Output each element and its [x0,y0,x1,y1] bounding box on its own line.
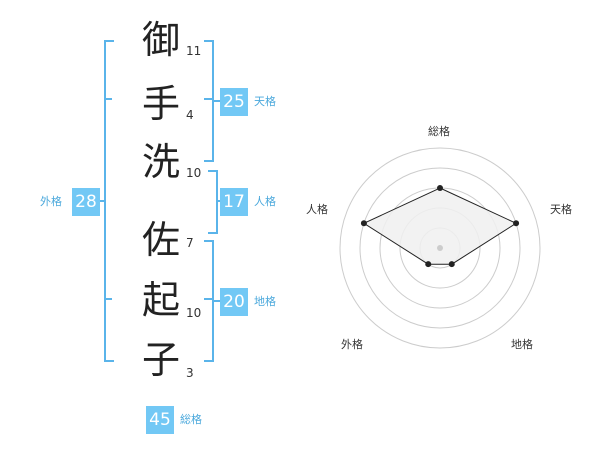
gaikaku-value: 28 [72,188,100,216]
stroke-count-1: 11 [186,44,202,58]
radar-point [425,261,432,268]
radar-point [437,185,443,191]
name-char-3: 洗 [141,140,180,184]
radar-axis-label-gaikaku: 外格 [341,338,363,351]
stroke-count-4: 7 [186,236,194,250]
soukaku-value: 45 [146,406,174,434]
tenkaku-bracket-connector [212,100,220,102]
soukaku-label: 総格 [180,413,202,426]
jinkaku-label: 人格 [254,195,276,208]
radar-axis-label-chikaku: 地格 [511,338,533,351]
jinkaku-value: 17 [220,188,248,216]
gaikaku-bracket-connector [98,200,106,202]
chikaku-value: 20 [220,288,248,316]
stroke-count-2: 4 [186,108,194,122]
name-char-2: 手 [141,82,180,126]
jinkaku-bracket [208,170,218,234]
name-char-4: 佐 [141,218,180,262]
chikaku-bracket-tick [204,298,212,300]
radar-grid-ring [339,147,541,349]
name-char-1: 御 [141,18,180,62]
gaikaku-bracket-tick [104,298,112,300]
gaikaku-bracket-tick [104,98,112,100]
gaikaku-label: 外格 [40,195,62,208]
name-char-5: 起 [141,278,180,322]
radar-axis-label-tenkaku: 天格 [550,203,572,216]
radar-point [513,220,520,227]
radar-center-dot [437,245,443,251]
chikaku-label: 地格 [254,295,276,308]
name-char-6: 子 [141,338,180,382]
radar-axis-label-jinkaku: 人格 [306,203,328,216]
radar-point [448,261,455,268]
radar-point [360,220,367,227]
radar-polygon [362,187,518,265]
radar-axis-label-soukaku: 総格 [428,125,450,138]
tenkaku-value: 25 [220,88,248,116]
tenkaku-label: 天格 [254,95,276,108]
tenkaku-bracket-tick [204,98,212,100]
stroke-count-5: 10 [186,306,202,320]
jinkaku-bracket-connector [216,200,220,202]
stroke-count-6: 3 [186,366,194,380]
radar-grid-ring [359,167,521,329]
stroke-count-3: 10 [186,166,202,180]
chikaku-bracket-connector [212,300,220,302]
